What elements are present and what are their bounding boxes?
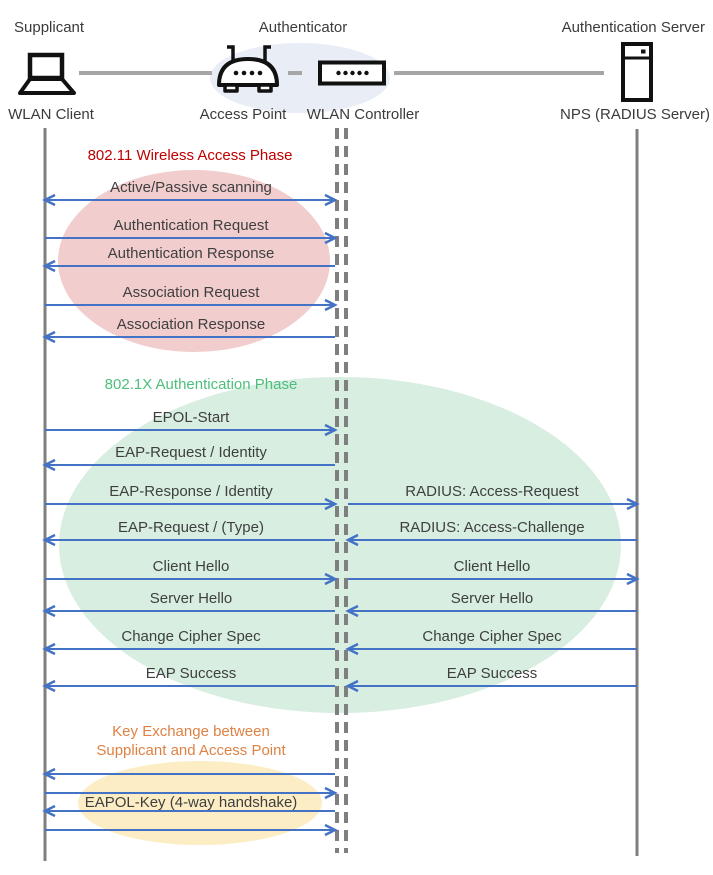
- phase-title-key-exchange: Key Exchange between Supplicant and Acce…: [96, 723, 286, 759]
- arrowhead-left-icon: [42, 604, 56, 618]
- arrowhead-left-icon: [42, 767, 56, 781]
- phase-title-80211-wireless-access: 802.11 Wireless Access Phase: [87, 147, 293, 164]
- arrowhead-left-icon: [345, 533, 359, 547]
- message-label: EAP-Request / (Type): [118, 519, 264, 536]
- arrowhead-right-icon: [324, 423, 338, 437]
- arrowhead-right-icon: [626, 572, 640, 586]
- node-label-wlan-client: WLAN Client: [8, 106, 94, 123]
- role-label-supplicant: Supplicant: [14, 19, 85, 36]
- server-icon: [620, 42, 654, 102]
- phase-title-8021x-authentication: 802.1X Authentication Phase: [104, 376, 298, 393]
- laptop-icon: [17, 52, 77, 98]
- message-label: Active/Passive scanning: [110, 179, 272, 196]
- arrowhead-left-icon: [42, 804, 56, 818]
- message-label: Server Hello: [149, 590, 233, 607]
- message-label: EAP Success: [446, 665, 538, 682]
- arrowhead-left-icon: [42, 193, 56, 207]
- message-label: Authentication Response: [107, 245, 275, 262]
- arrowhead-right-icon: [324, 823, 338, 837]
- phase-ellipse-wireless: [58, 170, 330, 352]
- arrowhead-right-icon: [324, 572, 338, 586]
- arrowhead-left-icon: [42, 330, 56, 344]
- node-label-access-point: Access Point: [199, 106, 287, 123]
- arrowhead-left-icon: [42, 533, 56, 547]
- arrowhead-left-icon: [42, 679, 56, 693]
- message-label: Change Cipher Spec: [121, 628, 261, 645]
- message-label: EAP-Response / Identity: [109, 483, 273, 500]
- arrowhead-right-icon: [324, 497, 338, 511]
- role-label-authentication-server: Authentication Server: [561, 19, 705, 36]
- arrowhead-left-icon: [345, 642, 359, 656]
- message-label: EAP Success: [145, 665, 237, 682]
- arrowhead-left-icon: [42, 642, 56, 656]
- access-point-icon: [215, 42, 281, 96]
- message-label: Change Cipher Spec: [422, 628, 562, 645]
- arrowhead-right-icon: [626, 497, 640, 511]
- arrowhead-right-icon: [324, 231, 338, 245]
- message-label: Server Hello: [450, 590, 534, 607]
- message-label: Client Hello: [152, 558, 230, 575]
- phase-ellipse-keyexchange: [78, 761, 322, 845]
- message-label: EAPOL-Key (4-way handshake): [84, 794, 298, 811]
- wlan-controller-icon: [318, 60, 386, 86]
- message-label: Association Request: [122, 284, 260, 301]
- message-label: Association Response: [116, 316, 266, 333]
- message-label: RADIUS: Access-Challenge: [399, 519, 585, 536]
- arrowhead-left-icon: [42, 259, 56, 273]
- node-label-wlan-controller: WLAN Controller: [306, 106, 420, 123]
- message-label: EPOL-Start: [152, 409, 230, 426]
- arrowhead-left-icon: [345, 604, 359, 618]
- message-label: Authentication Request: [113, 217, 269, 234]
- arrowhead-right-icon: [324, 193, 338, 207]
- arrowhead-right-icon: [324, 298, 338, 312]
- message-label: RADIUS: Access-Request: [405, 483, 579, 500]
- node-label-nps-radius-server: NPS (RADIUS Server): [559, 106, 711, 123]
- role-label-authenticator: Authenticator: [258, 19, 348, 36]
- message-label: EAP-Request / Identity: [115, 444, 267, 461]
- arrowhead-left-icon: [345, 679, 359, 693]
- arrowhead-right-icon: [324, 786, 338, 800]
- message-label: Client Hello: [453, 558, 531, 575]
- arrowhead-left-icon: [42, 458, 56, 472]
- phase-ellipse-dot1x: [59, 377, 621, 713]
